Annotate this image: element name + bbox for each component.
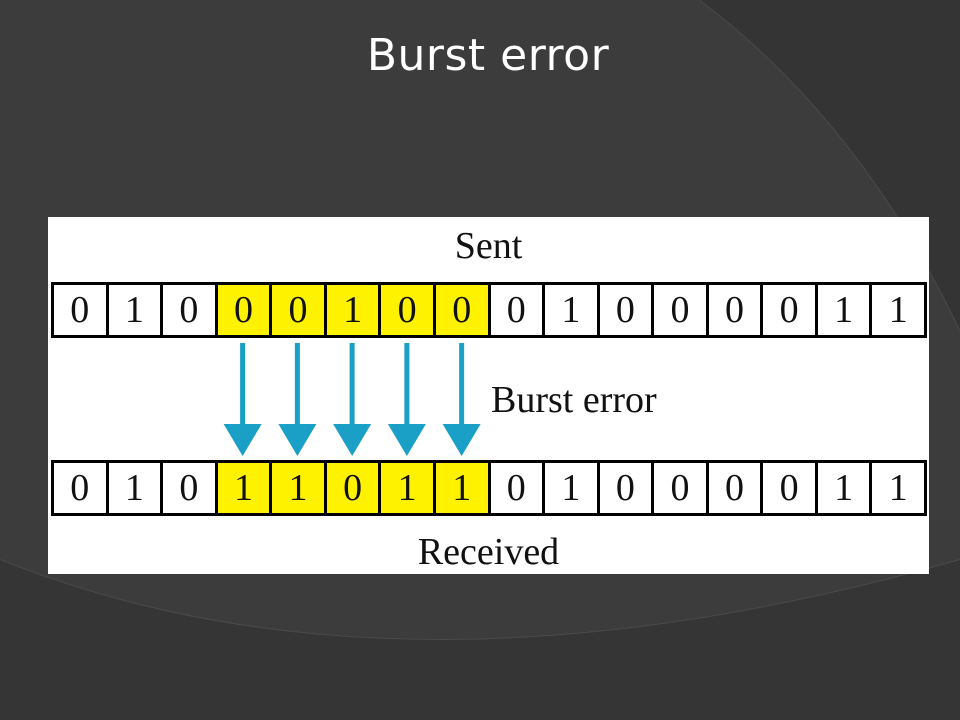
- burst-error-label: Burst error: [491, 379, 657, 421]
- received-bit-7: 1: [435, 463, 491, 513]
- received-bit-1: 1: [108, 463, 164, 513]
- sent-bit-5: 1: [326, 285, 382, 335]
- received-bit-0: 0: [54, 463, 109, 513]
- burst-arrow-3: [223, 343, 262, 456]
- sent-bit-0: 0: [54, 285, 109, 335]
- received-bit-8: 0: [490, 463, 546, 513]
- received-bit-5: 0: [326, 463, 382, 513]
- received-bit-9: 1: [545, 463, 600, 513]
- burst-arrow-4: [278, 343, 317, 456]
- received-bit-3: 1: [217, 463, 273, 513]
- sent-bit-11: 0: [654, 285, 709, 335]
- sent-bit-14: 1: [817, 285, 873, 335]
- decorative-shape: [700, 0, 960, 330]
- received-bit-15: 1: [872, 463, 927, 513]
- received-bit-14: 1: [817, 463, 873, 513]
- received-bit-2: 0: [163, 463, 218, 513]
- received-bit-11: 0: [654, 463, 709, 513]
- sent-bit-4: 0: [272, 285, 327, 335]
- received-bit-13: 0: [763, 463, 818, 513]
- received-label: Received: [417, 531, 560, 573]
- sent-bit-3: 0: [217, 285, 273, 335]
- received-bit-6: 1: [381, 463, 436, 513]
- received-bit-10: 0: [599, 463, 655, 513]
- slide-title: Burst error: [366, 30, 610, 81]
- sent-bit-15: 1: [872, 285, 927, 335]
- sent-bit-8: 0: [490, 285, 546, 335]
- sent-label: Sent: [454, 225, 523, 267]
- burst-arrow-7: [442, 343, 481, 456]
- burst-arrow-5: [333, 343, 372, 456]
- sent-bit-10: 0: [599, 285, 655, 335]
- sent-bit-13: 0: [763, 285, 818, 335]
- sent-bit-7: 0: [435, 285, 491, 335]
- sent-bit-12: 0: [708, 285, 764, 335]
- sent-bit-9: 1: [545, 285, 600, 335]
- received-bit-4: 1: [272, 463, 327, 513]
- burst-arrow-6: [387, 343, 426, 456]
- burst-arrows: [223, 343, 481, 456]
- sent-bit-6: 0: [381, 285, 436, 335]
- decorative-shape: [0, 560, 960, 720]
- sent-bit-1: 1: [108, 285, 164, 335]
- decorative-curve: [699, 0, 960, 331]
- received-bit-12: 0: [708, 463, 764, 513]
- sent-bit-2: 0: [163, 285, 218, 335]
